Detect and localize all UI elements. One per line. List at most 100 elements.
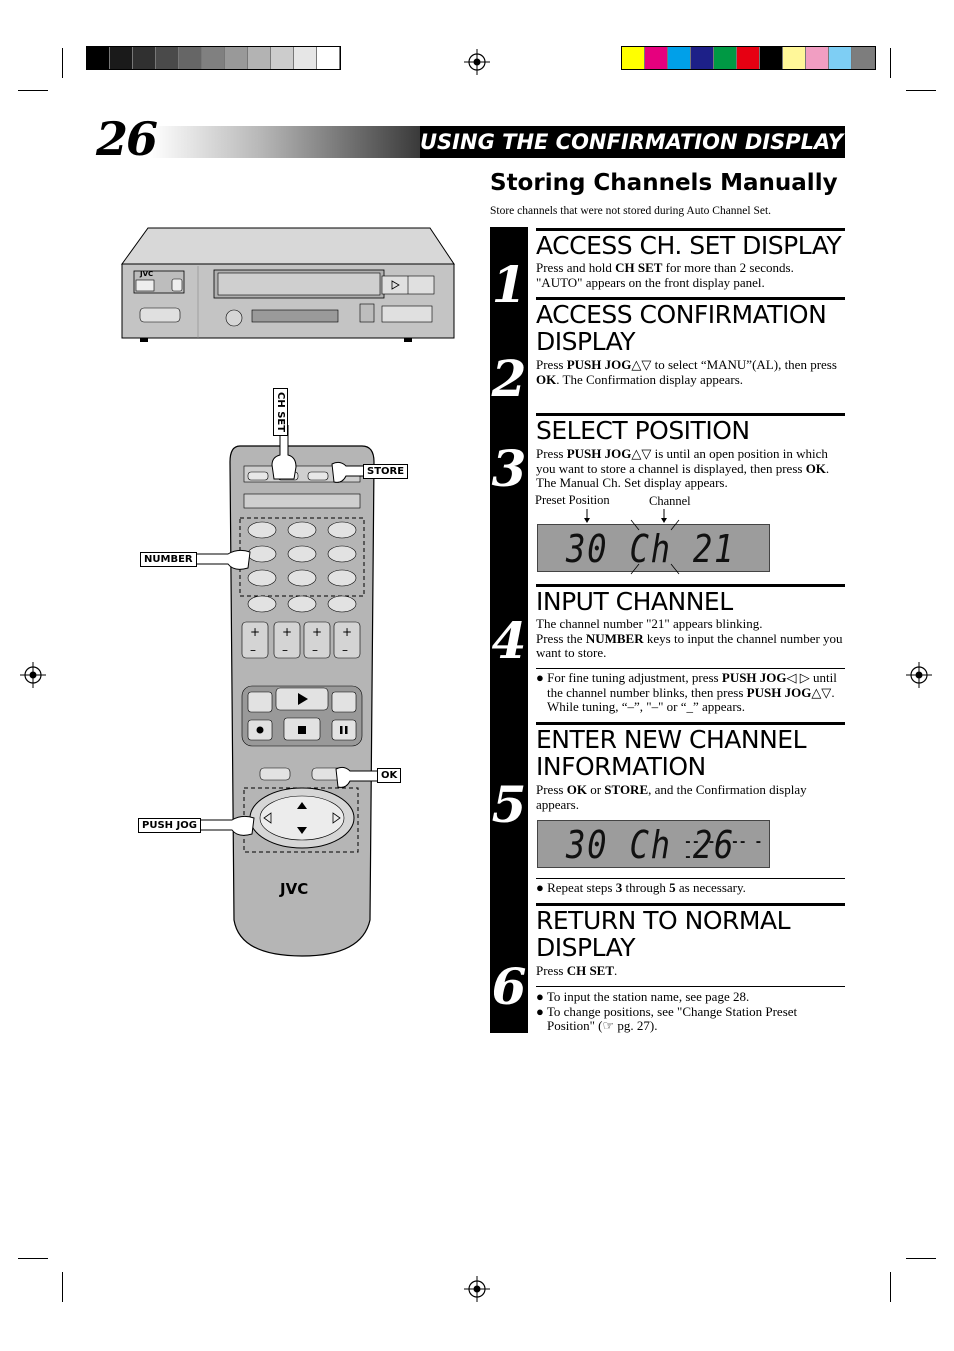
calibration-swatch bbox=[760, 47, 783, 69]
calibration-swatch bbox=[225, 47, 248, 69]
crop-mark bbox=[906, 1258, 936, 1259]
step-number: 3 bbox=[491, 439, 527, 498]
calibration-swatch bbox=[806, 47, 829, 69]
crop-mark bbox=[62, 1272, 63, 1302]
color-calibration-bar bbox=[621, 46, 876, 70]
step-text: Press and hold CH SET for more than 2 se… bbox=[536, 260, 794, 290]
store-callout: STORE bbox=[363, 464, 409, 479]
page-number: 26 bbox=[96, 112, 158, 166]
header-gradient bbox=[150, 126, 420, 158]
calibration-swatch bbox=[668, 47, 691, 69]
step-text: Press PUSH JOG△▽ to select “MANU”(AL), t… bbox=[536, 357, 837, 387]
channel-label: Channel bbox=[649, 494, 691, 508]
step-number: 5 bbox=[491, 775, 527, 834]
svg-text:+: + bbox=[250, 625, 260, 639]
calibration-swatch bbox=[202, 47, 225, 69]
calibration-swatch bbox=[691, 47, 714, 69]
crop-mark bbox=[906, 90, 936, 91]
pointing-hand-icon bbox=[196, 815, 255, 836]
registration-target-icon bbox=[464, 49, 490, 75]
step-title: INPUT CHANNEL bbox=[536, 587, 733, 616]
svg-text:–: – bbox=[342, 643, 348, 657]
step-rule bbox=[536, 903, 845, 906]
pointer-arrows bbox=[584, 509, 667, 523]
step-rule bbox=[536, 584, 845, 587]
step-number-column: 1 2 3 4 5 6 bbox=[490, 227, 528, 1033]
calibration-swatch bbox=[645, 47, 668, 69]
lcd-readout: 30 Ch 26 bbox=[566, 823, 736, 867]
remote-brand-logo: JVC bbox=[279, 880, 308, 898]
step-title: SELECT POSITION bbox=[536, 416, 750, 445]
calibration-swatch bbox=[714, 47, 737, 69]
preset-position-label: Preset Position bbox=[535, 493, 610, 507]
step-number: 2 bbox=[491, 349, 527, 408]
calibration-swatch bbox=[783, 47, 806, 69]
crop-mark bbox=[62, 48, 63, 78]
calibration-swatch bbox=[622, 47, 645, 69]
push-jog-callout: PUSH JOG bbox=[138, 818, 201, 833]
note-rule bbox=[536, 668, 845, 669]
calibration-swatch bbox=[248, 47, 271, 69]
pointing-hand-icon bbox=[335, 766, 378, 788]
lcd-dashes: -- -- -- -- bbox=[684, 835, 763, 865]
crop-mark bbox=[18, 90, 48, 91]
pointing-hand-icon bbox=[192, 549, 251, 570]
section-title: USING THE CONFIRMATION DISPLAY bbox=[420, 126, 845, 158]
svg-text:+: + bbox=[312, 625, 322, 639]
svg-text:+: + bbox=[282, 625, 292, 639]
note-rule bbox=[536, 986, 845, 987]
ch-set-callout: CH SET bbox=[273, 388, 288, 437]
step-number: 4 bbox=[491, 611, 527, 670]
step-number: 1 bbox=[491, 255, 527, 314]
calibration-swatch bbox=[852, 47, 875, 69]
crop-mark bbox=[890, 1272, 891, 1302]
step-rule bbox=[536, 413, 845, 416]
calibration-swatch bbox=[317, 47, 340, 69]
registration-target-icon bbox=[464, 1276, 490, 1302]
vcr-brand-logo: JVC bbox=[139, 270, 153, 278]
pointing-hand-icon bbox=[271, 425, 297, 480]
crop-mark bbox=[890, 48, 891, 78]
calibration-swatch bbox=[271, 47, 294, 69]
svg-text:–: – bbox=[250, 643, 256, 657]
manual-ch-set-display: 30 Ch 21 bbox=[537, 524, 770, 572]
registration-target-icon bbox=[20, 662, 46, 688]
step-rule bbox=[536, 297, 845, 300]
svg-text:–: – bbox=[312, 643, 318, 657]
step-6-notes: ● To input the station name, see page 28… bbox=[536, 989, 798, 1033]
step-rule bbox=[536, 228, 845, 231]
calibration-swatch bbox=[156, 47, 179, 69]
blink-rays bbox=[630, 519, 680, 575]
repeat-note: ● Repeat steps 3 through 5 as necessary. bbox=[536, 880, 746, 895]
calibration-swatch bbox=[179, 47, 202, 69]
calibration-swatch bbox=[133, 47, 156, 69]
step-text: Press OK or STORE, and the Confirmation … bbox=[536, 782, 807, 812]
calibration-swatch bbox=[737, 47, 760, 69]
confirmation-display: 30 Ch 26 -- -- -- -- bbox=[537, 820, 770, 868]
calibration-swatch bbox=[87, 47, 110, 69]
intro-text: Store channels that were not stored duri… bbox=[490, 205, 772, 217]
calibration-swatch bbox=[294, 47, 317, 69]
step-text: Press CH SET. bbox=[536, 963, 618, 978]
step-rule bbox=[536, 722, 845, 725]
step-text: The channel number "21" appears blinking… bbox=[536, 616, 843, 660]
registration-target-icon bbox=[906, 662, 932, 688]
fine-tuning-note: ● For fine tuning adjustment, press PUSH… bbox=[536, 670, 837, 714]
calibration-swatch bbox=[110, 47, 133, 69]
step-title: ACCESS CH. SET DISPLAY bbox=[536, 231, 842, 260]
calibration-swatch bbox=[829, 47, 852, 69]
ok-callout: OK bbox=[377, 768, 402, 783]
step-number: 6 bbox=[491, 957, 527, 1016]
note-rule bbox=[536, 878, 845, 879]
step-text: Press PUSH JOG△▽ is until an open positi… bbox=[536, 446, 830, 490]
remote-illustration: ++++ –––– JVC bbox=[229, 445, 375, 957]
grayscale-calibration-bar bbox=[86, 46, 341, 70]
svg-text:–: – bbox=[282, 643, 288, 657]
lcd-readout: 30 Ch 21 bbox=[566, 527, 736, 571]
number-callout: NUMBER bbox=[140, 552, 197, 567]
page-title: Storing Channels Manually bbox=[490, 170, 838, 196]
crop-mark bbox=[18, 1258, 48, 1259]
